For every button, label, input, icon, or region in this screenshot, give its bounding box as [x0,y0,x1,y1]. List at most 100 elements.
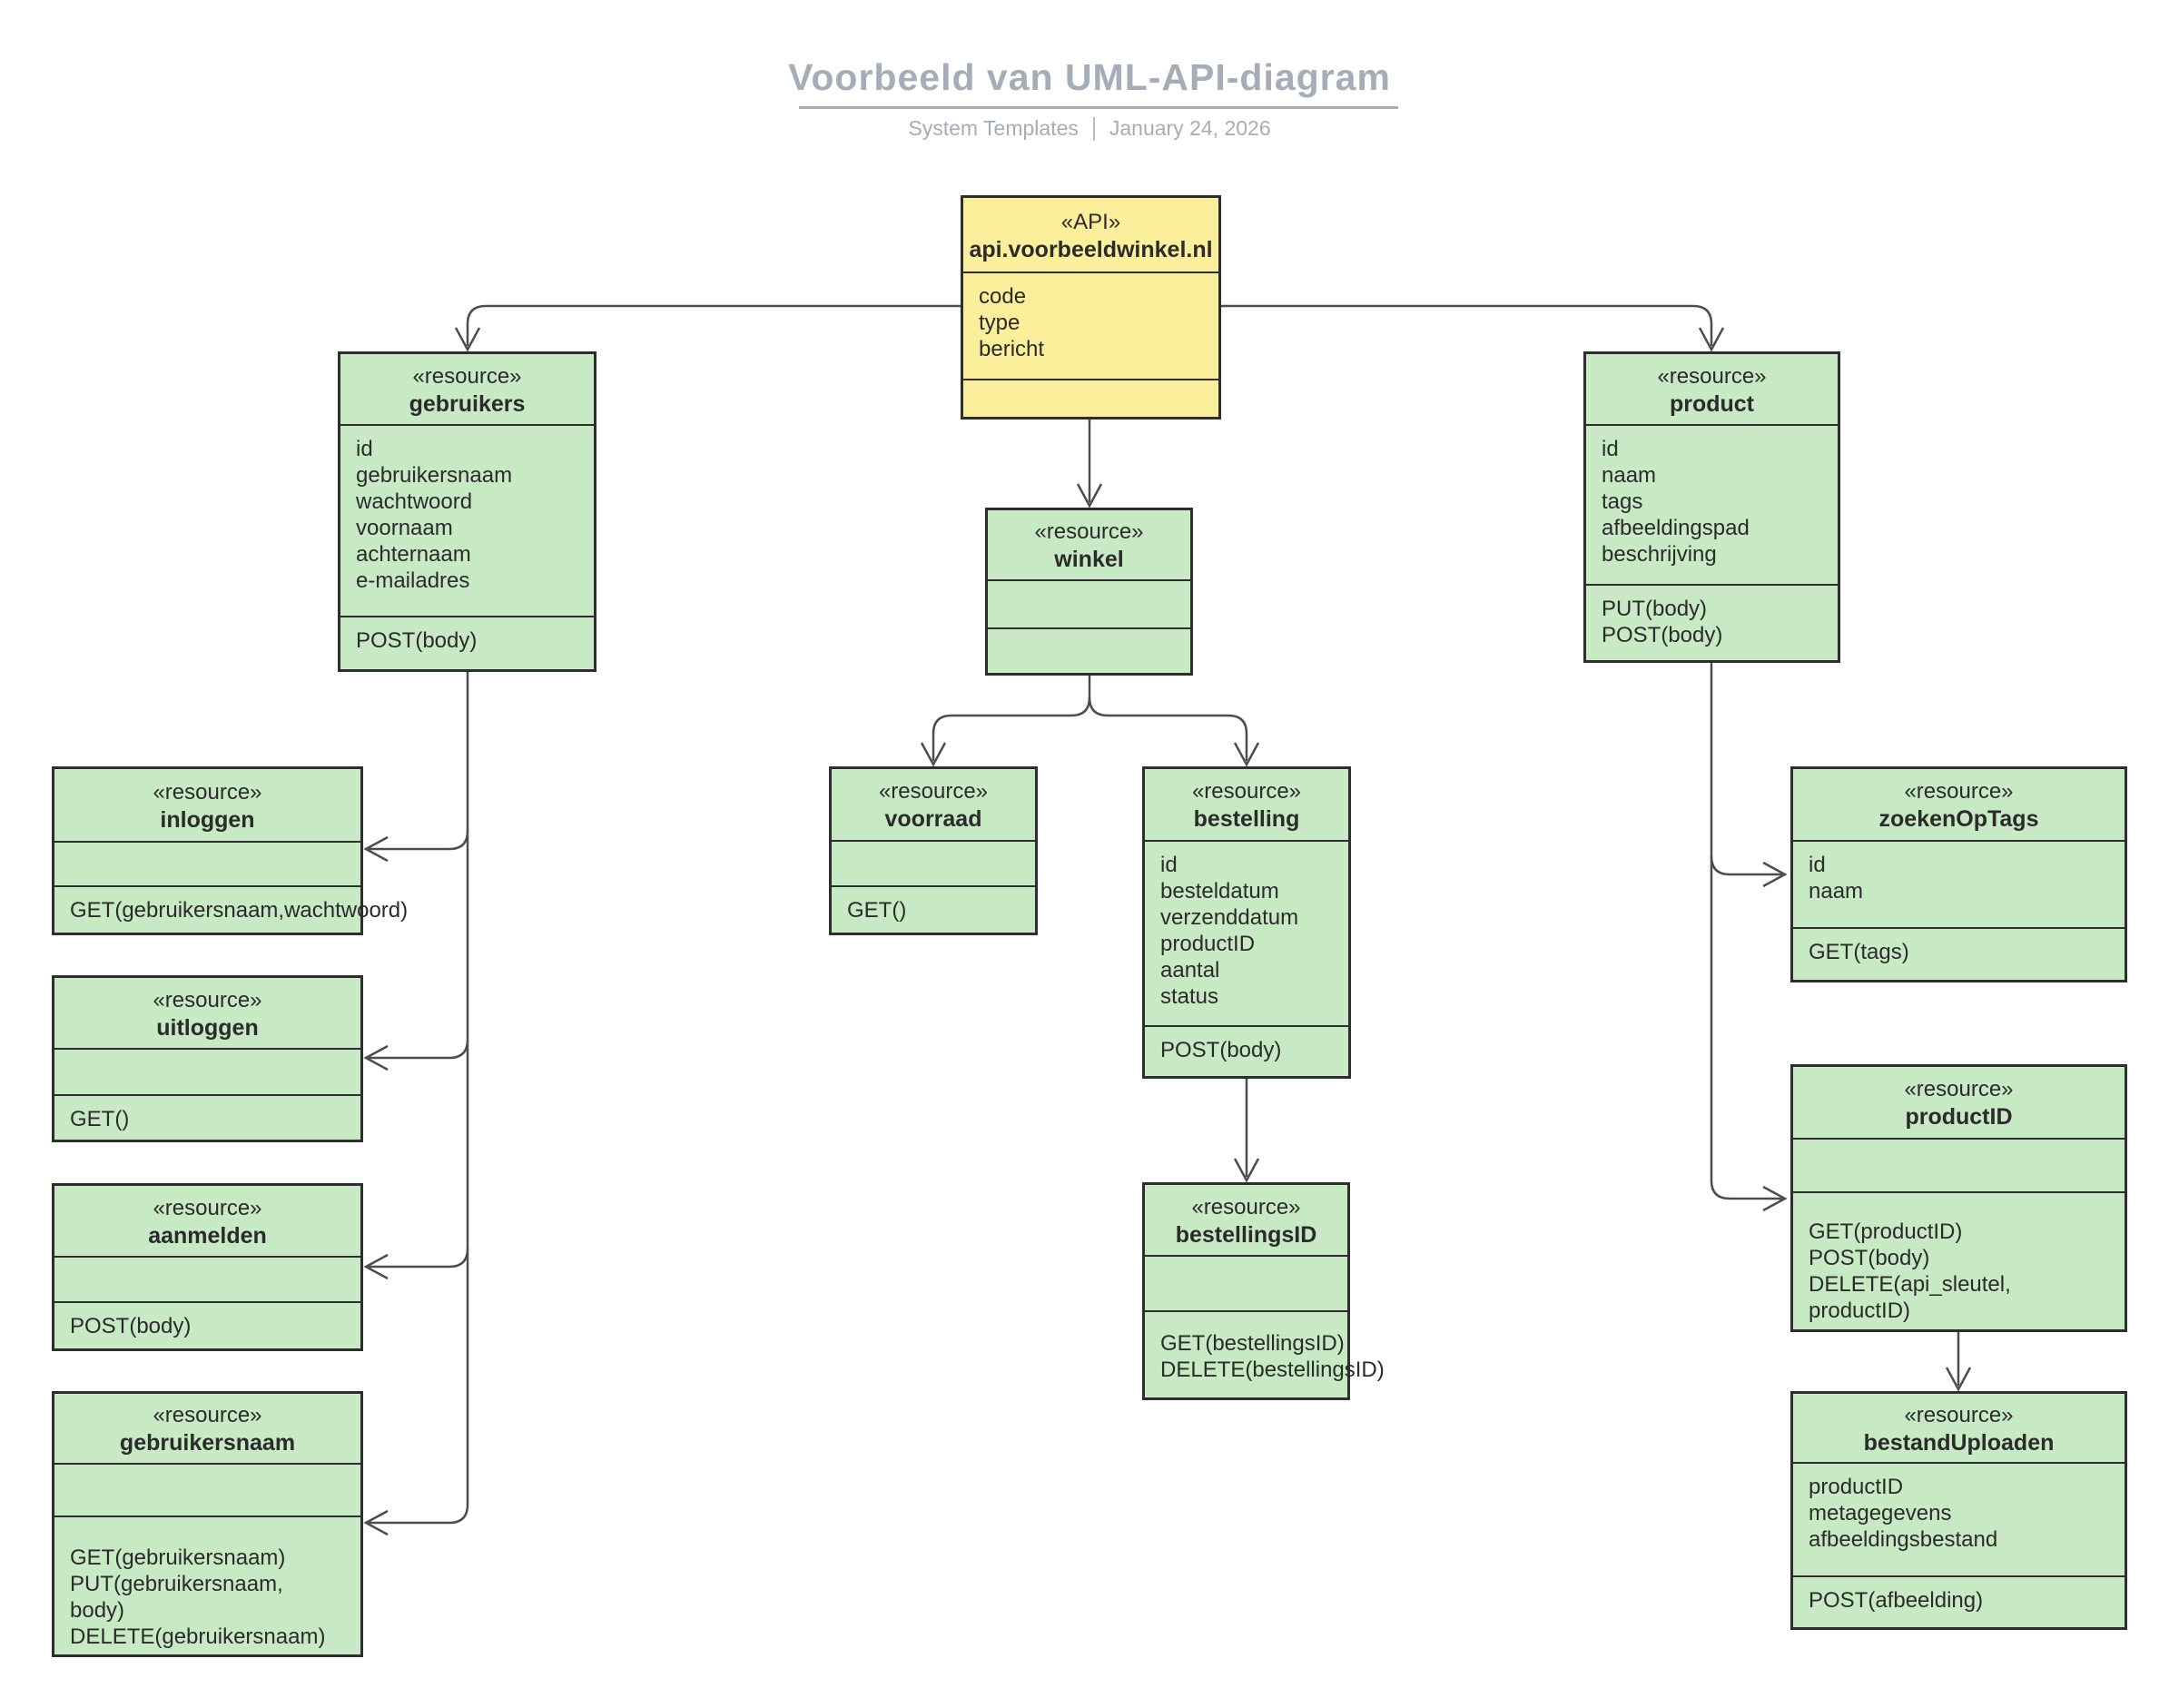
uml-class-gebruikersnaam: «resource» gebruikersnaam GET(gebruikers… [52,1391,363,1657]
class-header: «resource» bestellingsID [1145,1185,1347,1257]
class-header: «resource» inloggen [54,769,360,843]
stereotype-label: «resource» [878,779,989,804]
stereotype-label: «resource» [153,987,262,1012]
attributes-section [1145,1257,1347,1312]
method: POST(body) [1160,1038,1282,1062]
edge-gebruikers-aanmelden [369,1248,469,1269]
subtitle-source: System Templates [908,116,1079,140]
uml-class-aanmelden: «resource» aanmelden POST(body) [52,1183,363,1351]
method: PUT(gebruikersnaam, [70,1572,283,1596]
methods-section: GET() [832,887,1035,933]
attribute: wachtwoord [356,489,473,514]
method: GET(productID) [1809,1219,1963,1244]
stereotype-label: «resource» [1034,519,1144,544]
stereotype-label: «resource» [1191,779,1302,804]
attribute: besteldatum [1160,879,1279,903]
class-header: «resource» aanmelden [54,1186,360,1258]
class-name: bestandUploaden [1863,1429,2055,1456]
edge-winkel-bestelling [1088,696,1248,761]
arrow-down-icon [1076,483,1103,508]
attribute: bericht [979,337,1045,361]
method: POST(afbeelding) [1809,1588,1984,1613]
class-header: «resource» gebruikersnaam [54,1394,360,1465]
methods-section: PUT(body)POST(body) [1586,586,1838,660]
diagram-subtitle: System Templates January 24, 2026 [0,116,2179,141]
method: PUT(body) [1602,597,1708,621]
class-header: «resource» winkel [988,510,1190,581]
class-name: productID [1905,1104,2013,1130]
attribute: afbeeldingspad [1602,516,1750,540]
attribute: achternaam [356,542,471,567]
attributes-section [54,843,360,887]
class-name: bestellingsID [1175,1221,1317,1248]
class-name: voorraad [884,806,982,832]
attributes-section [1793,1140,2125,1193]
method: GET() [70,1107,130,1131]
method: POST(body) [70,1314,192,1338]
methods-section [988,629,1190,673]
arrow-left-icon [363,835,389,863]
uml-class-uitloggen: «resource» uitloggen GET() [52,975,363,1142]
attribute: afbeeldingsbestand [1809,1527,1998,1552]
stereotype-label: «resource» [153,1195,262,1220]
arrow-down-icon [1698,327,1725,352]
methods-section: GET(gebruikersnaam,wachtwoord) [54,887,409,933]
class-name: api.voorbeeldwinkel.nl [969,236,1213,262]
uml-class-voorraad: «resource» voorraad GET() [829,766,1038,935]
stereotype-label: «resource» [1657,363,1767,389]
edge-api-product [1221,304,1713,346]
attribute: type [979,311,1020,335]
arrow-down-icon [1233,1158,1260,1183]
methods-section: POST(afbeelding) [1793,1577,2125,1627]
methods-section: POST(body) [340,617,594,669]
class-name: bestelling [1193,806,1300,832]
method: GET(gebruikersnaam,wachtwoord) [70,898,409,923]
stereotype-label: «resource» [1904,779,2014,804]
class-header: «API» api.voorbeeldwinkel.nl [963,198,1218,273]
uml-class-winkel: «resource» winkel [985,508,1193,676]
attribute: verzenddatum [1160,905,1299,930]
attributes-section [54,1465,360,1517]
edge-product-productid [1710,663,1782,1200]
class-name: winkel [1054,547,1124,572]
attribute: naam [1602,463,1657,488]
method: GET(gebruikersnaam) [70,1545,286,1570]
class-name: product [1669,390,1755,417]
attribute: e-mailadres [356,568,470,593]
class-name: gebruikers [409,390,526,417]
attribute: voornaam [356,516,453,540]
class-name: gebruikersnaam [119,1430,296,1456]
attribute: status [1160,984,1219,1009]
attribute: gebruikersnaam [356,463,513,488]
stereotype-label: «resource» [153,1403,262,1427]
stereotype-label: «resource» [1904,1077,2014,1101]
class-header: «resource» product [1586,354,1838,426]
edge-product-zoekenoptags [1710,855,1782,876]
stereotype-label: «resource» [153,779,262,805]
attribute: id [1602,437,1619,461]
class-name: uitloggen [156,1014,259,1041]
subtitle-date: January 24, 2026 [1109,116,1271,140]
attribute: productID [1809,1475,1904,1499]
title-underline [799,106,1398,109]
uml-class-bestellingsid: «resource» bestellingsID GET(bestellings… [1142,1182,1385,1400]
methods-section: GET() [54,1096,360,1140]
arrow-right-icon [1762,861,1788,888]
class-header: «resource» zoekenOpTags [1793,769,2125,842]
methods-section: GET(gebruikersnaam)PUT(gebruikersnaam,bo… [54,1517,360,1654]
methods-section: POST(body) [1145,1027,1348,1076]
method: POST(body) [356,628,478,653]
method: GET() [847,898,907,923]
